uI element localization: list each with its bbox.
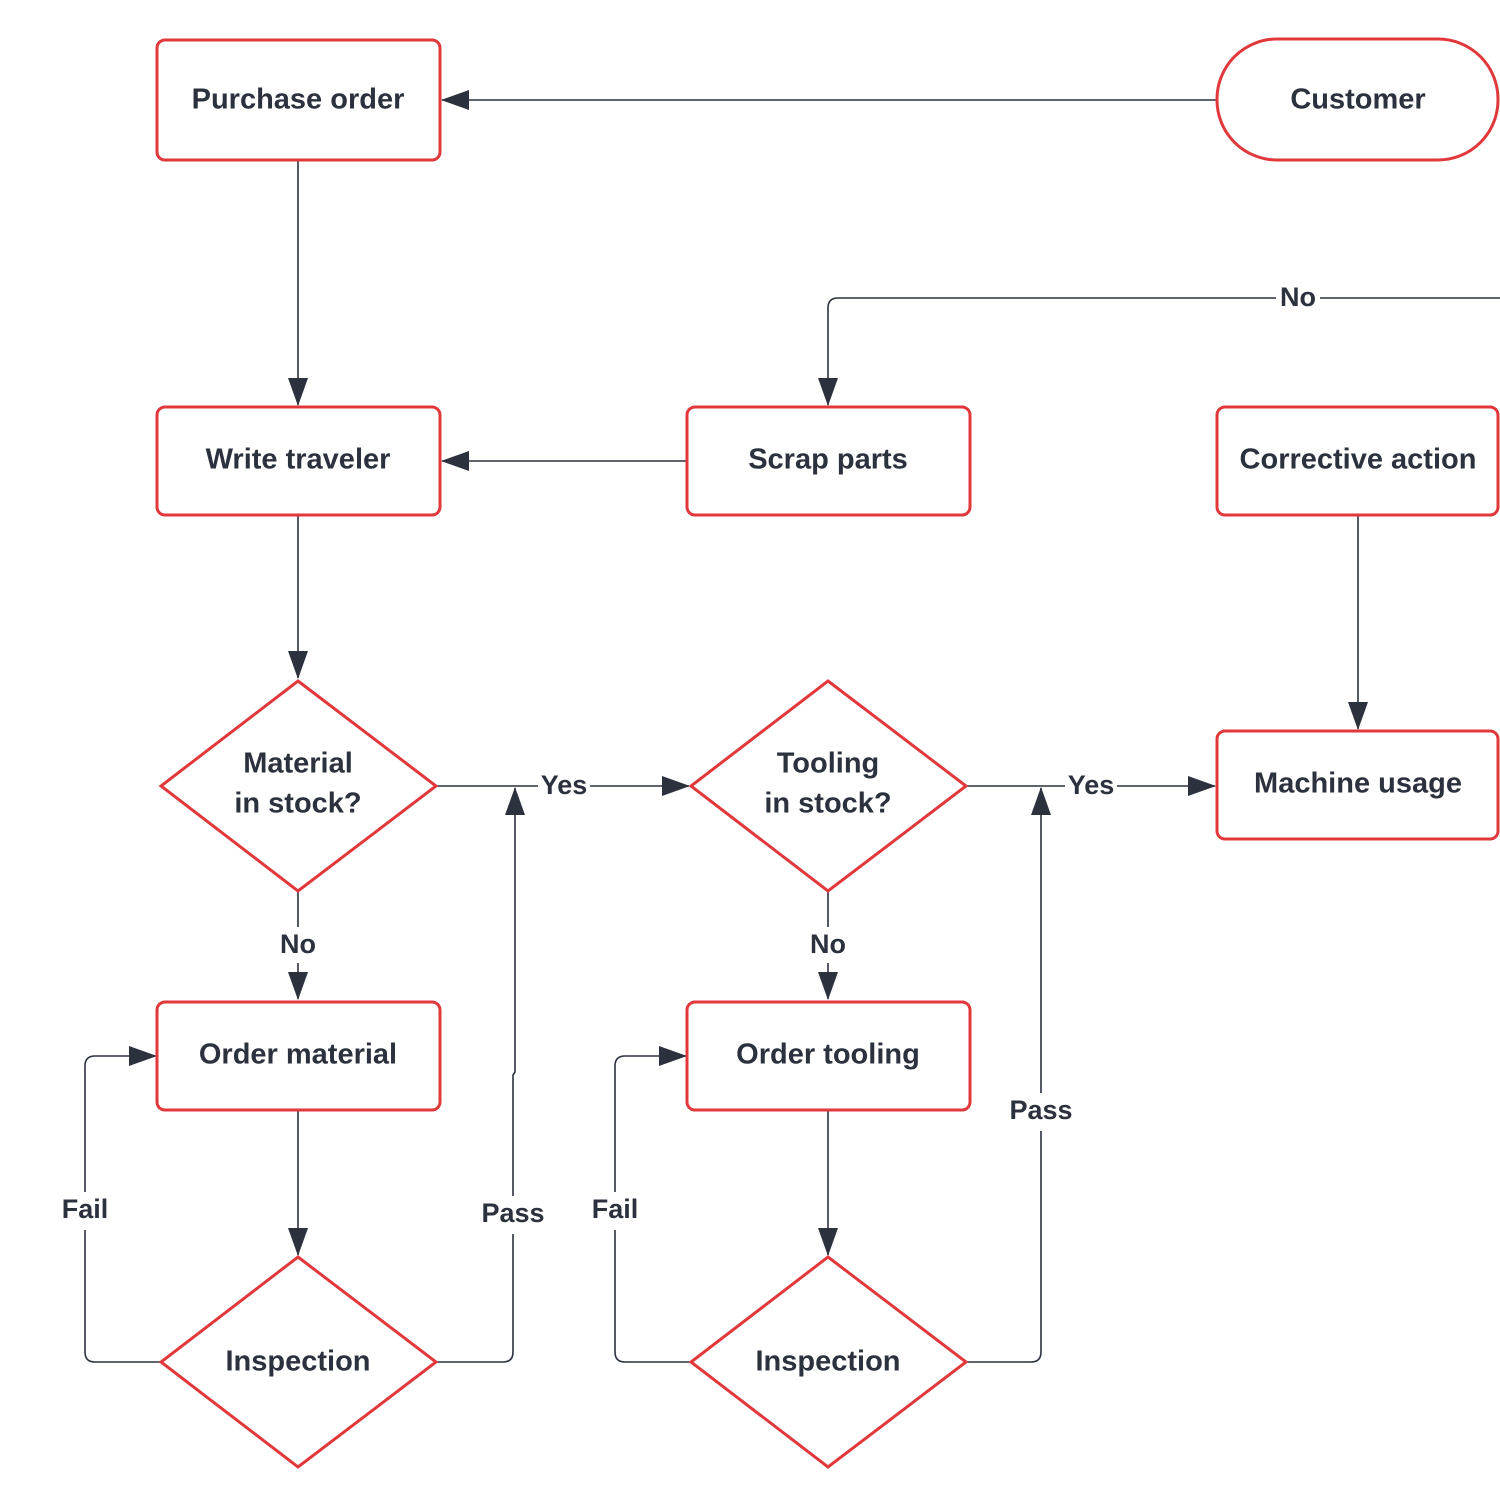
label-pass-tooling: Pass: [1009, 1095, 1072, 1125]
label-no-tooling: No: [810, 929, 846, 959]
node-inspection-tooling-label: Inspection: [755, 1346, 900, 1378]
node-corrective-action[interactable]: Corrective action: [1215, 405, 1500, 517]
node-inspection-material-label: Inspection: [225, 1346, 370, 1378]
label-no-material: No: [280, 929, 316, 959]
node-material-in-stock-decision[interactable]: Material in stock?: [158, 679, 439, 893]
label-yes-material: Yes: [541, 770, 588, 800]
label-pass-material: Pass: [481, 1198, 544, 1228]
label-fail-material: Fail: [62, 1194, 109, 1224]
edge-labels: No Yes Yes No No Fail Pass Fail Pass: [56, 280, 1320, 1234]
label-yes-tooling: Yes: [1068, 770, 1115, 800]
node-corrective-action-label: Corrective action: [1240, 444, 1477, 476]
node-material-decision-line2: in stock?: [234, 788, 361, 820]
node-tooling-decision-line2: in stock?: [764, 788, 891, 820]
edge-no-to-scrap-parts: [818, 297, 1500, 406]
node-order-tooling[interactable]: Order tooling: [685, 1000, 972, 1112]
node-customer-label: Customer: [1290, 84, 1425, 116]
node-scrap-parts[interactable]: Scrap parts: [685, 405, 972, 517]
edge-tooling-inspection-pass: [966, 787, 1051, 1363]
node-material-decision-line1: Material: [243, 748, 353, 780]
node-purchase-order-label: Purchase order: [192, 84, 405, 116]
nodes: Purchase order Customer Write traveler S…: [155, 37, 1500, 1469]
node-order-material-label: Order material: [199, 1039, 397, 1071]
label-no-scrap: No: [1280, 282, 1316, 312]
node-inspection-material[interactable]: Inspection: [158, 1255, 439, 1469]
node-write-traveler[interactable]: Write traveler: [155, 405, 442, 517]
node-tooling-in-stock-decision[interactable]: Tooling in stock?: [688, 679, 969, 893]
node-customer[interactable]: Customer: [1215, 37, 1500, 162]
node-purchase-order[interactable]: Purchase order: [155, 38, 442, 162]
node-machine-usage-label: Machine usage: [1254, 768, 1462, 800]
node-order-material[interactable]: Order material: [155, 1000, 442, 1112]
node-write-traveler-label: Write traveler: [206, 444, 391, 476]
node-tooling-decision-line1: Tooling: [777, 748, 880, 780]
edge-material-inspection-pass: [436, 787, 525, 1363]
node-order-tooling-label: Order tooling: [736, 1039, 920, 1071]
node-machine-usage[interactable]: Machine usage: [1215, 729, 1500, 841]
label-fail-tooling: Fail: [592, 1194, 639, 1224]
node-scrap-parts-label: Scrap parts: [748, 444, 908, 476]
node-inspection-tooling[interactable]: Inspection: [688, 1255, 969, 1469]
